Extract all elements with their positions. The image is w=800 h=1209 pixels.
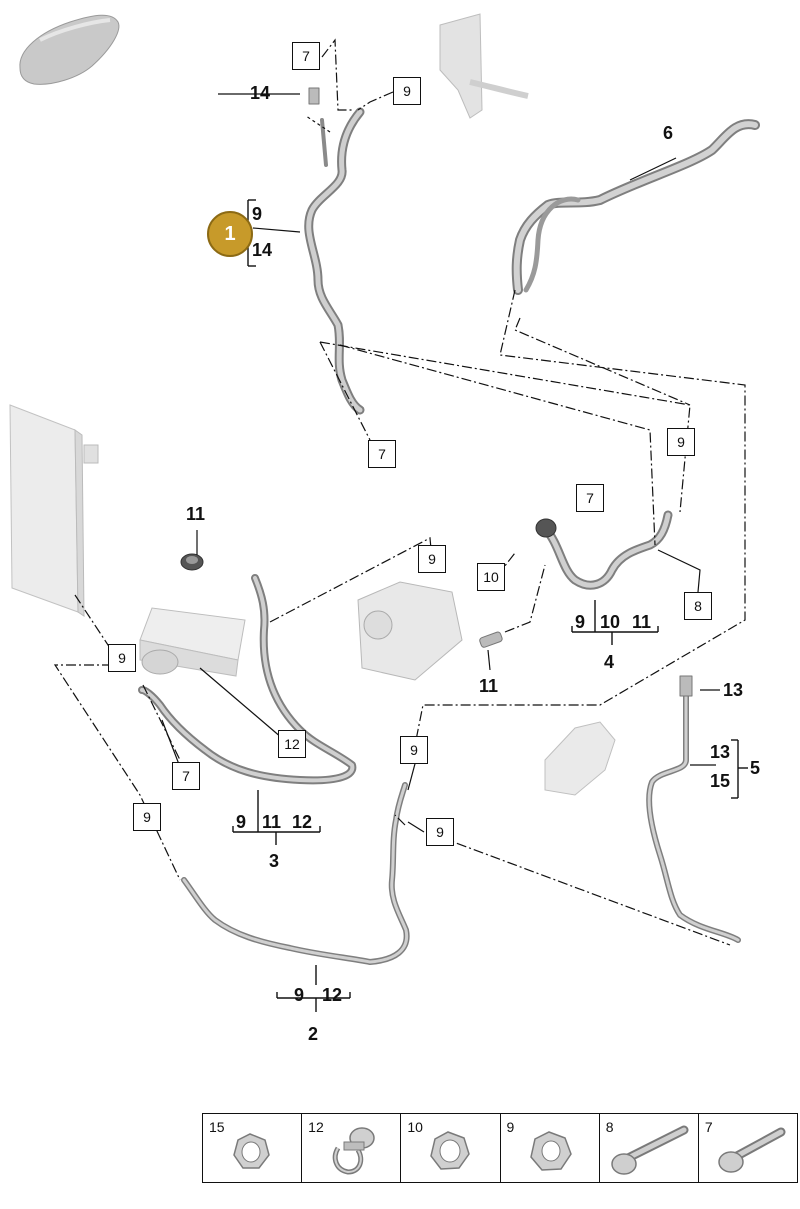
box-ref-9-left[interactable]: 9 — [108, 644, 136, 672]
callout-ref-9: 9 — [252, 204, 263, 224]
pressure-sensor-left — [180, 553, 204, 571]
pipe-part-5 — [646, 675, 741, 943]
box-ref-7-top[interactable]: 7 — [292, 42, 320, 70]
legend-num-7: 7 — [704, 1119, 713, 1135]
legend-cell-15[interactable]: 15 — [203, 1114, 303, 1182]
pipe-part-4 — [535, 510, 673, 590]
box-ref-10[interactable]: 10 — [477, 563, 505, 591]
legend-cell-9[interactable]: 9 — [501, 1114, 600, 1182]
box-ref-7-mid[interactable]: 7 — [368, 440, 396, 468]
group-4-ref-10: 10 — [600, 612, 621, 632]
hex-nut-icon — [529, 1131, 572, 1171]
pipe-part-3 — [138, 574, 357, 785]
bolt-icon — [718, 1127, 786, 1173]
group-5-ref-15: 15 — [710, 771, 731, 791]
evaporator-housing — [139, 607, 246, 677]
box-ref-9-compressor[interactable]: 9 — [418, 545, 446, 573]
label-11-mid: 11 — [479, 676, 499, 696]
compressor — [357, 581, 463, 681]
pipe-part-6 — [511, 119, 760, 295]
legend-num-8: 8 — [605, 1119, 614, 1135]
box-ref-8[interactable]: 8 — [684, 592, 712, 620]
pipe-part-2 — [181, 782, 410, 965]
box-ref-7-low[interactable]: 7 — [172, 762, 200, 790]
legend-cell-7[interactable]: 7 — [699, 1114, 797, 1182]
group-brackets — [232, 199, 748, 1012]
pipe-part-1 — [304, 87, 365, 415]
pipe-clamp-icon — [333, 1127, 375, 1175]
group-4-number[interactable]: 4 — [604, 652, 615, 672]
legend-cell-12[interactable]: 12 — [302, 1114, 402, 1182]
legend-num-9: 9 — [506, 1119, 515, 1135]
group-2-ref-12: 12 — [322, 985, 343, 1005]
pressure-sensor-mid — [479, 631, 503, 648]
group-5-number[interactable]: 5 — [750, 758, 761, 778]
fastener-legend: 15 12 10 9 8 — [202, 1113, 798, 1183]
part-callout-1[interactable]: 1 — [207, 211, 253, 257]
box-ref-9-bottom[interactable]: 9 — [133, 803, 161, 831]
evaporator-bracket — [544, 721, 616, 796]
box-ref-9-top[interactable]: 9 — [393, 77, 421, 105]
hex-nut-icon — [430, 1131, 471, 1170]
box-ref-7-center[interactable]: 7 — [576, 484, 604, 512]
group-3-ref-12: 12 — [292, 812, 313, 832]
box-ref-9-side[interactable]: 9 — [426, 818, 454, 846]
box-ref-9-low[interactable]: 9 — [400, 736, 428, 764]
condenser-radiator — [9, 404, 99, 617]
group-3-ref-9: 9 — [236, 812, 247, 832]
legend-cell-10[interactable]: 10 — [401, 1114, 501, 1182]
label-11-left: 11 — [186, 504, 206, 524]
hex-nut-icon — [233, 1133, 270, 1169]
group-2-number[interactable]: 2 — [308, 1024, 319, 1044]
label-14: 14 — [250, 83, 271, 103]
leader-lines — [53, 38, 746, 946]
group-5-ref-13: 13 — [710, 742, 731, 762]
label-13: 13 — [723, 680, 744, 700]
legend-num-15: 15 — [209, 1119, 225, 1135]
group-3-number[interactable]: 3 — [269, 851, 280, 871]
group-4-ref-9: 9 — [575, 612, 586, 632]
callout-ref-14: 14 — [252, 240, 273, 260]
mount-bracket — [439, 13, 483, 119]
legend-cell-8[interactable]: 8 — [600, 1114, 699, 1182]
box-ref-9-right[interactable]: 9 — [667, 428, 695, 456]
legend-num-10: 10 — [407, 1119, 423, 1135]
label-6: 6 — [663, 123, 674, 143]
legend-num-12: 12 — [308, 1119, 324, 1135]
bolt-icon — [610, 1125, 689, 1175]
group-3-ref-11: 11 — [262, 812, 282, 832]
box-ref-12[interactable]: 12 — [278, 730, 306, 758]
car-silhouette — [19, 14, 120, 85]
group-2-ref-9: 9 — [294, 985, 305, 1005]
group-4-ref-11: 11 — [632, 612, 652, 632]
